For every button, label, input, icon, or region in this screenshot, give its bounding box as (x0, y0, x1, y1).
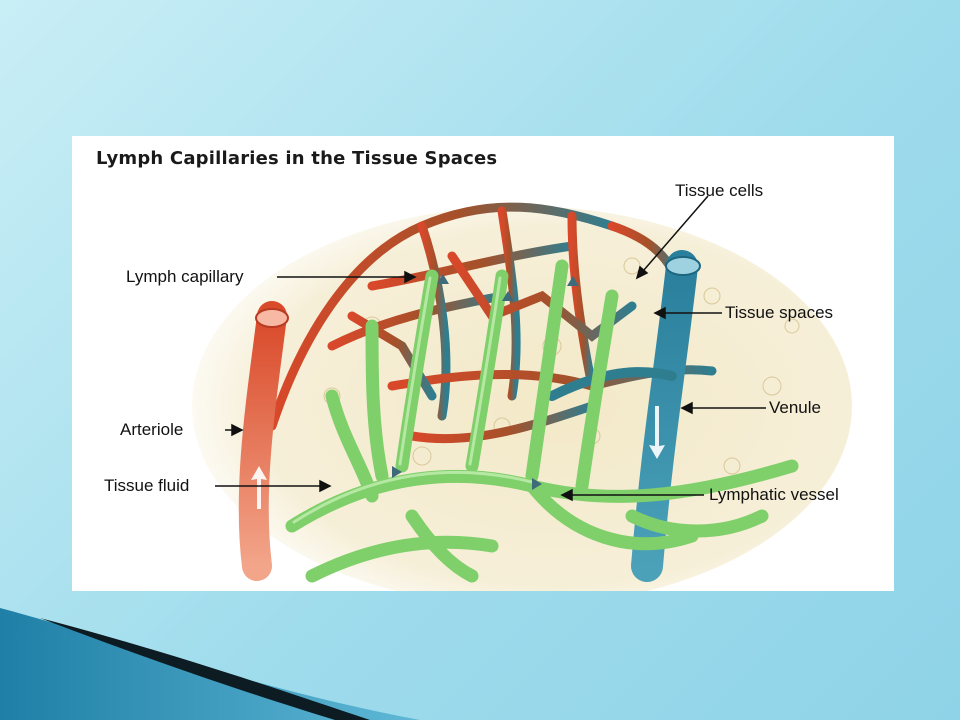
label-arteriole: Arteriole (120, 420, 184, 439)
decor-blue-swoosh (0, 608, 420, 720)
label-lymph-capillary: Lymph capillary (126, 267, 244, 286)
flow-arrows (251, 406, 665, 509)
lymph-diagram-figure: Lymph Capillaries in the Tissue Spaces T… (72, 136, 894, 591)
venule-connection (547, 367, 677, 401)
tissue-background (192, 206, 852, 591)
label-tissue-spaces: Tissue spaces (725, 303, 834, 322)
figure-title: Lymph Capillaries in the Tissue Spaces (96, 148, 498, 169)
decor-dark-swoosh (40, 618, 370, 720)
diagram-illustration (192, 195, 852, 591)
label-venule: Venule (769, 398, 821, 417)
lymphatic-network (285, 259, 799, 583)
label-tissue-fluid: Tissue fluid (104, 476, 190, 495)
lymphatic-highlights (292, 276, 534, 524)
label-lymphatic-vessel: Lymphatic vessel (709, 485, 839, 504)
arteriole-opening (255, 308, 289, 328)
leader-lines (215, 195, 766, 502)
venule-opening (665, 256, 701, 276)
label-tissue-cells: Tissue cells (675, 181, 764, 200)
lymph-flow-arrows (392, 274, 579, 490)
arteriole-vessel (238, 301, 287, 581)
